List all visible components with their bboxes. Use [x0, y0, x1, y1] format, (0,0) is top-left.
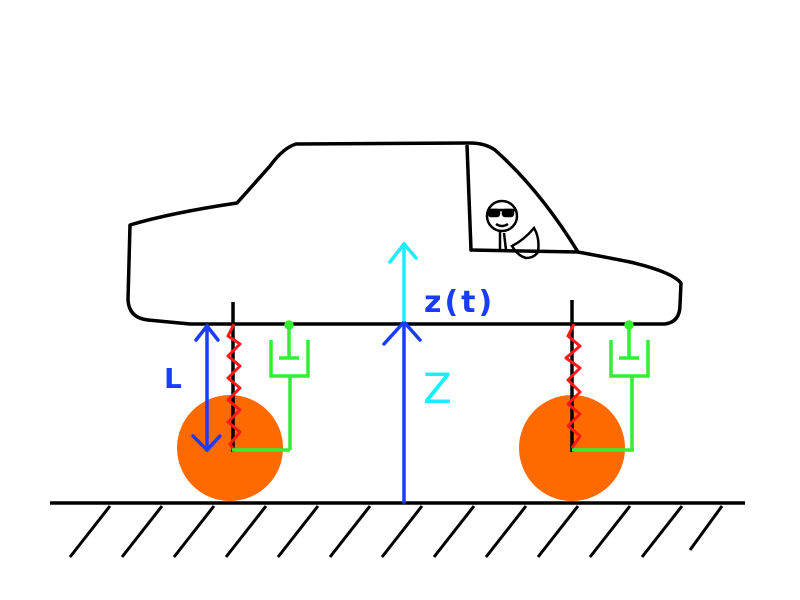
- right-damper: [572, 320, 650, 452]
- car-door-line: [465, 144, 579, 254]
- length-L-arrow: [191, 323, 222, 453]
- car-body-outline: [126, 141, 683, 326]
- driver-figure: [485, 199, 540, 260]
- ground-hatching: [68, 505, 724, 558]
- driver-head: [485, 199, 519, 233]
- Z-arrow: [382, 319, 422, 504]
- driver-arm: [502, 232, 508, 251]
- steering-wheel: [510, 225, 540, 260]
- left-wheel: [177, 395, 283, 501]
- label-z-t: z(t): [424, 285, 495, 320]
- label-L: L: [164, 362, 182, 395]
- label-Z: Z: [423, 364, 452, 413]
- left-damper: [232, 320, 310, 452]
- right-spring: [564, 323, 582, 449]
- z-t-arrow: [388, 241, 418, 322]
- left-spring: [226, 323, 242, 451]
